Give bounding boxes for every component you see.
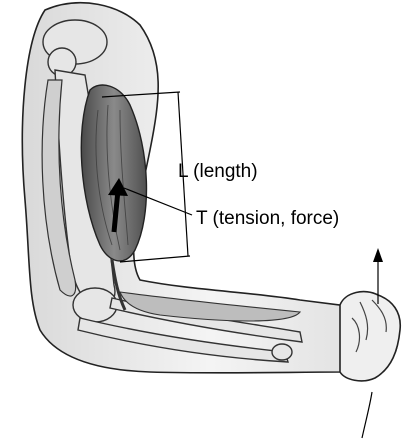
hand — [340, 292, 400, 381]
radius-head — [272, 344, 292, 360]
motion-arrow-head — [373, 248, 383, 262]
length-label: L (length) — [178, 162, 258, 181]
motion-tail-line — [362, 392, 372, 438]
tension-label: T (tension, force) — [196, 209, 339, 228]
